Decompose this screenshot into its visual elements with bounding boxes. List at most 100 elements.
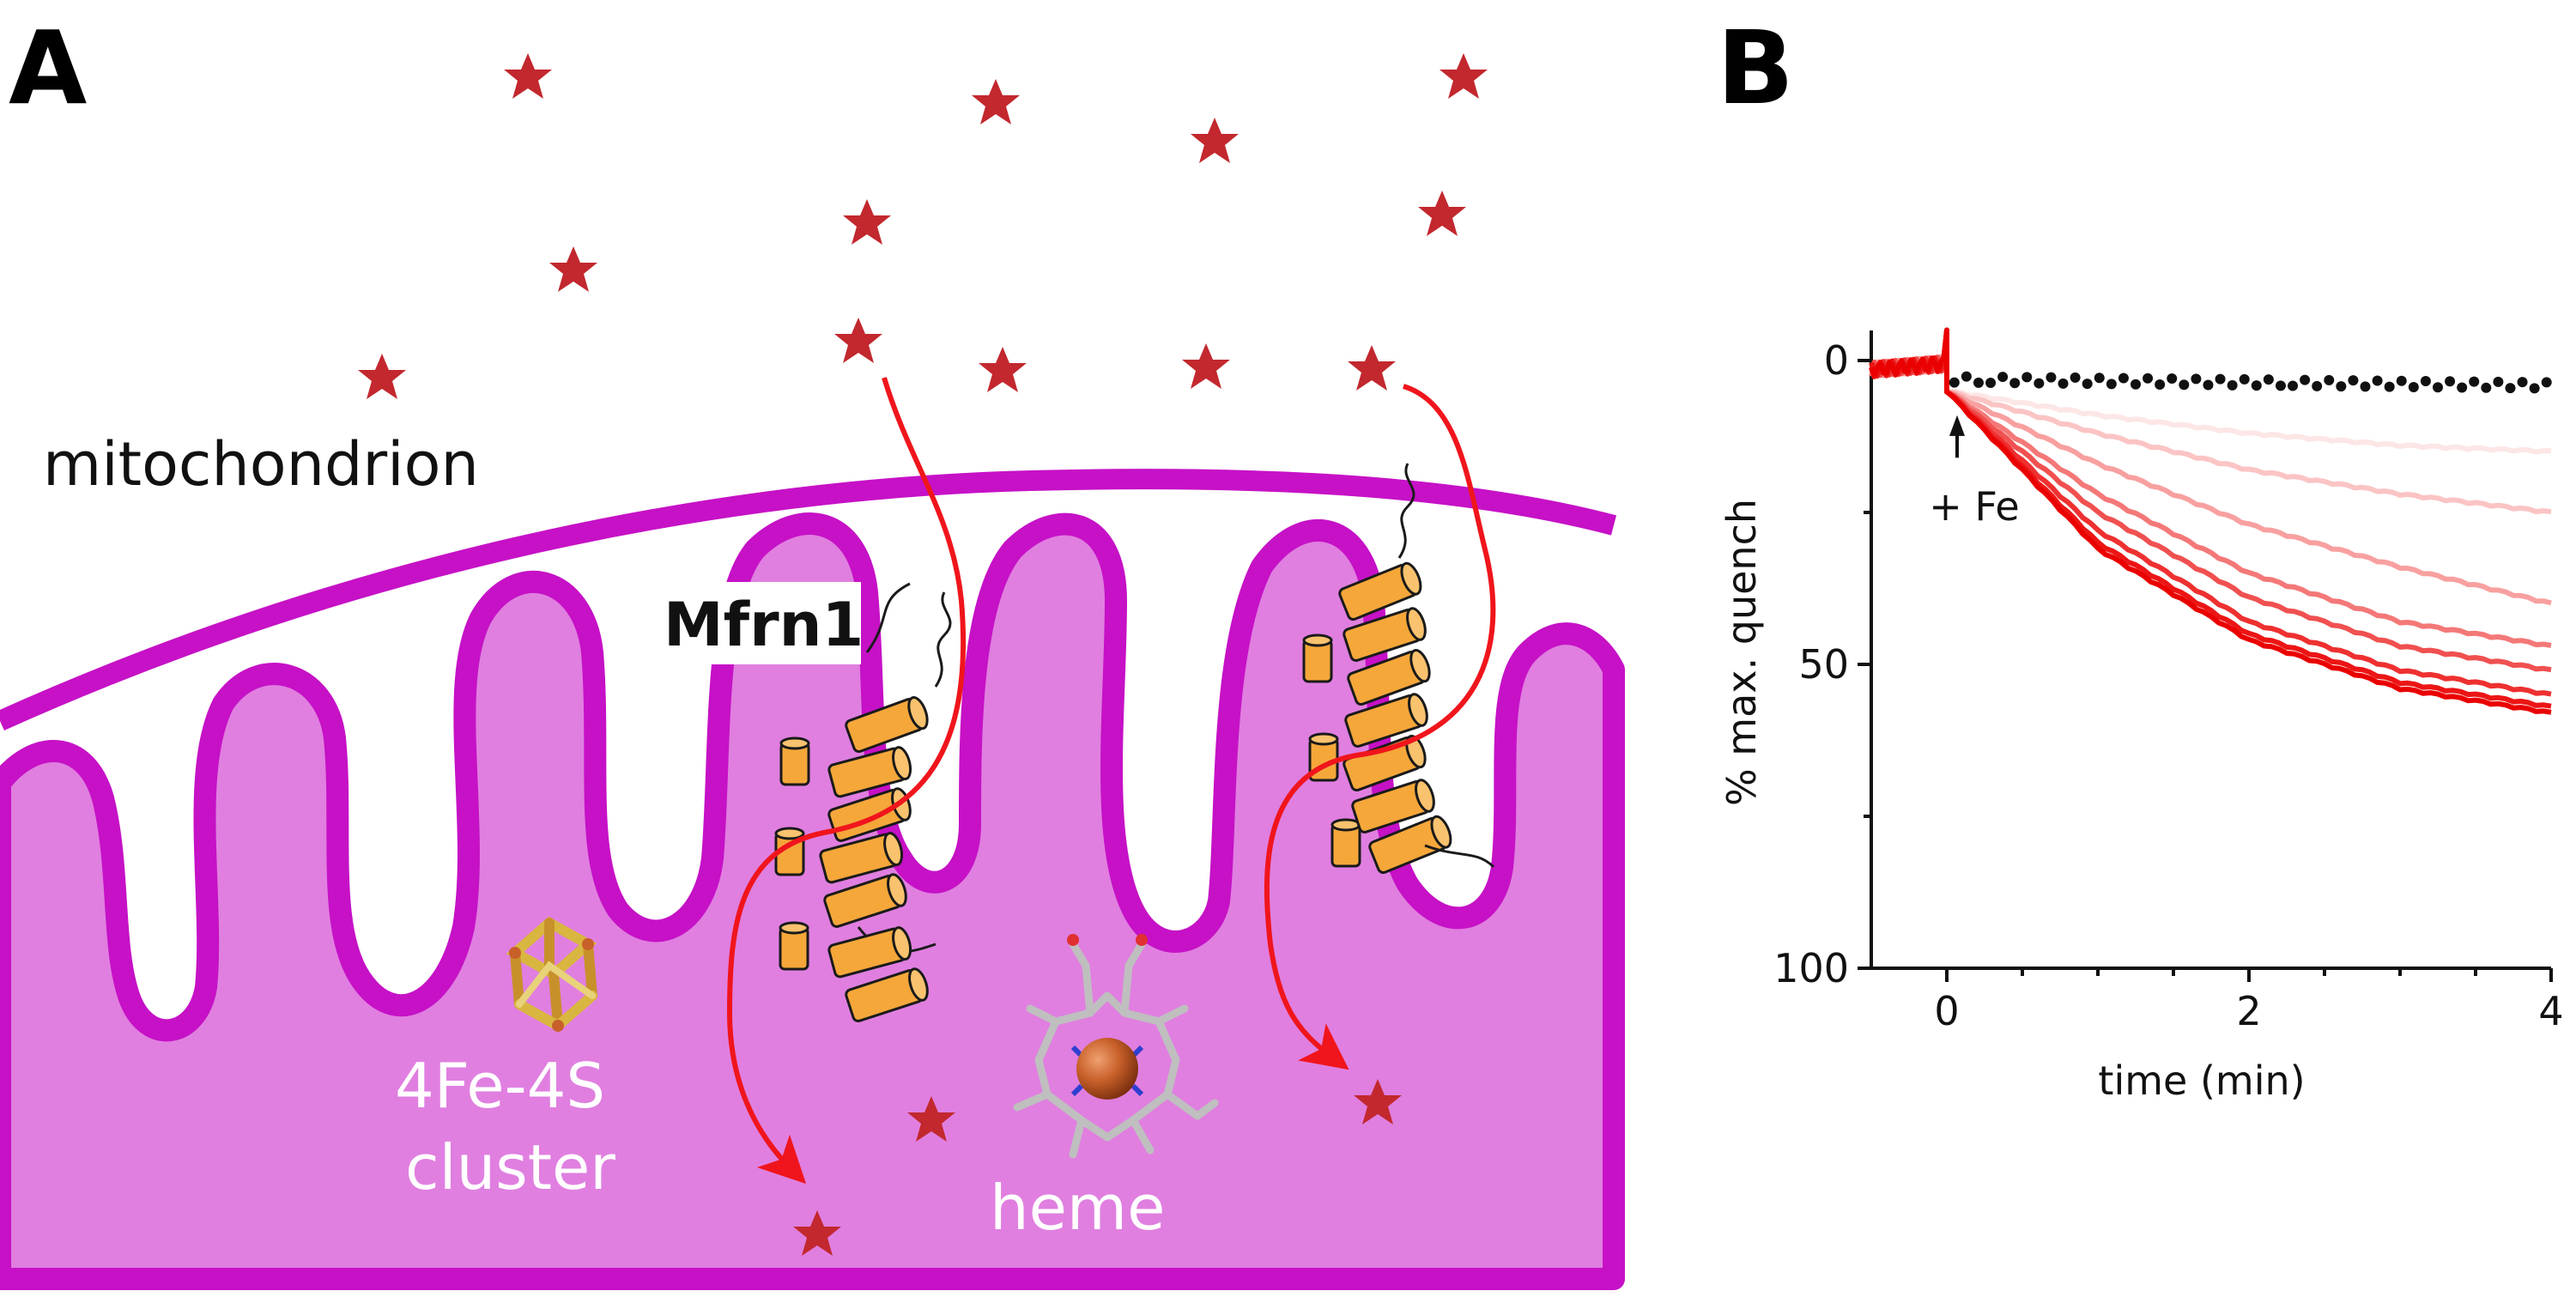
control-point	[1985, 378, 1997, 389]
control-point	[2191, 373, 2202, 385]
iron-star-icon	[834, 318, 882, 363]
control-point	[2541, 377, 2552, 388]
mfrn1-transporter-left	[774, 582, 952, 1024]
x-ticks	[1945, 968, 2553, 982]
control-point	[2203, 379, 2214, 391]
mitochondrion-label: mitochondrion	[43, 429, 479, 500]
fe-s-cluster-icon	[506, 916, 597, 1033]
control-point	[2348, 375, 2359, 386]
iron-star-icon	[358, 354, 406, 399]
cluster-label-line1: 4Fe-4S	[395, 1050, 605, 1122]
control-point	[2094, 373, 2105, 384]
panel-a: A	[0, 9, 1625, 1290]
transport-arrow-icon	[1264, 384, 1496, 1070]
control-point	[2505, 383, 2516, 394]
x-tick-label: 4	[2538, 988, 2563, 1034]
mfrn1-label-box: Mfrn1	[648, 582, 864, 664]
control-point	[2131, 379, 2141, 390]
iron-star-icon	[979, 347, 1027, 392]
control-point	[2021, 372, 2033, 383]
control-point	[2058, 378, 2069, 389]
cluster-label-line2: cluster	[405, 1131, 615, 1203]
alpha-helix-icon	[779, 736, 810, 786]
control-point	[2529, 383, 2540, 394]
iron-star-icon	[1418, 191, 1466, 236]
iron-star-icon	[549, 246, 597, 292]
control-point	[2300, 374, 2311, 385]
control-point	[2408, 381, 2419, 392]
alpha-helix-icon	[779, 921, 809, 971]
control-point	[2009, 378, 2021, 389]
quench-trace	[1869, 327, 2552, 715]
control-point	[2143, 373, 2154, 384]
control-point	[1973, 377, 1984, 388]
y-tick-label: 0	[1824, 337, 1849, 384]
control-point	[2336, 381, 2347, 392]
iron-star-icon	[1440, 53, 1488, 99]
iron-star-icon	[972, 79, 1020, 124]
control-point	[2046, 372, 2057, 383]
outer-membrane	[0, 469, 1617, 730]
control-point	[2481, 382, 2492, 393]
control-point	[2263, 374, 2274, 385]
control-point	[2118, 373, 2129, 384]
iron-star-icon	[1348, 345, 1396, 391]
control-point	[2517, 377, 2528, 388]
control-point	[2433, 382, 2443, 393]
quench-trace	[1869, 327, 2552, 455]
panel-b: B 0 2 4 0 50 100 time (min) % max. quenc…	[1717, 9, 2564, 1104]
fe-annotation-label: + Fe	[1929, 483, 2019, 530]
heme-icon	[1013, 934, 1219, 1159]
control-point	[2420, 376, 2431, 387]
control-point	[2457, 382, 2468, 393]
control-point	[1949, 377, 1960, 388]
control-point	[2106, 379, 2117, 390]
panel-label-b: B	[1717, 9, 1794, 127]
control-point	[2227, 379, 2238, 391]
control-point	[2215, 373, 2226, 385]
control-point	[2324, 374, 2335, 385]
mitochondrial-matrix	[0, 512, 1625, 1290]
control-point	[2082, 379, 2093, 390]
series-layer	[1869, 327, 2552, 715]
control-point	[1997, 372, 2009, 383]
annotation-arrowhead	[1949, 415, 1965, 436]
control-point	[2167, 373, 2178, 385]
iron-stars-outside	[358, 53, 1488, 399]
mfrn1-label: Mfrn1	[664, 590, 864, 660]
control-point	[2251, 380, 2262, 391]
iron-star-icon	[1182, 343, 1230, 389]
iron-star-icon	[504, 53, 552, 99]
control-point	[2034, 378, 2045, 389]
control-point	[2493, 376, 2504, 387]
y-axis-title: % max. quench	[1718, 499, 1765, 806]
control-point	[2396, 375, 2407, 386]
y-tick-label: 50	[1798, 641, 1849, 688]
control-point	[1961, 371, 1972, 382]
control-point	[2288, 380, 2299, 391]
control-point	[2384, 381, 2395, 392]
quench-chart: 0 2 4 0 50 100 time (min) % max. quench …	[1718, 327, 2564, 1104]
iron-star-icon	[843, 199, 891, 245]
panel-label-a: A	[9, 9, 87, 127]
x-axis-title: time (min)	[2098, 1058, 2305, 1104]
iron-star-icon	[1191, 118, 1239, 163]
control-point	[2275, 380, 2286, 391]
control-point	[2445, 376, 2456, 387]
alpha-helix-icon	[1330, 818, 1361, 868]
mfrn1-transporter-right	[1302, 463, 1495, 876]
control-point	[2372, 375, 2383, 386]
x-tick-label: 2	[2236, 988, 2261, 1034]
control-point	[2070, 372, 2081, 383]
control-point	[2155, 379, 2166, 390]
x-tick-label: 0	[1934, 988, 1959, 1034]
control-point	[2239, 373, 2250, 385]
quench-trace	[1869, 327, 2552, 606]
alpha-helix-icon	[1302, 633, 1333, 683]
control-point	[2360, 381, 2371, 392]
control-point	[2179, 379, 2190, 391]
control-point	[2312, 380, 2323, 391]
transport-arrow-icon	[726, 377, 967, 1185]
y-tick-label: 100	[1773, 945, 1849, 991]
